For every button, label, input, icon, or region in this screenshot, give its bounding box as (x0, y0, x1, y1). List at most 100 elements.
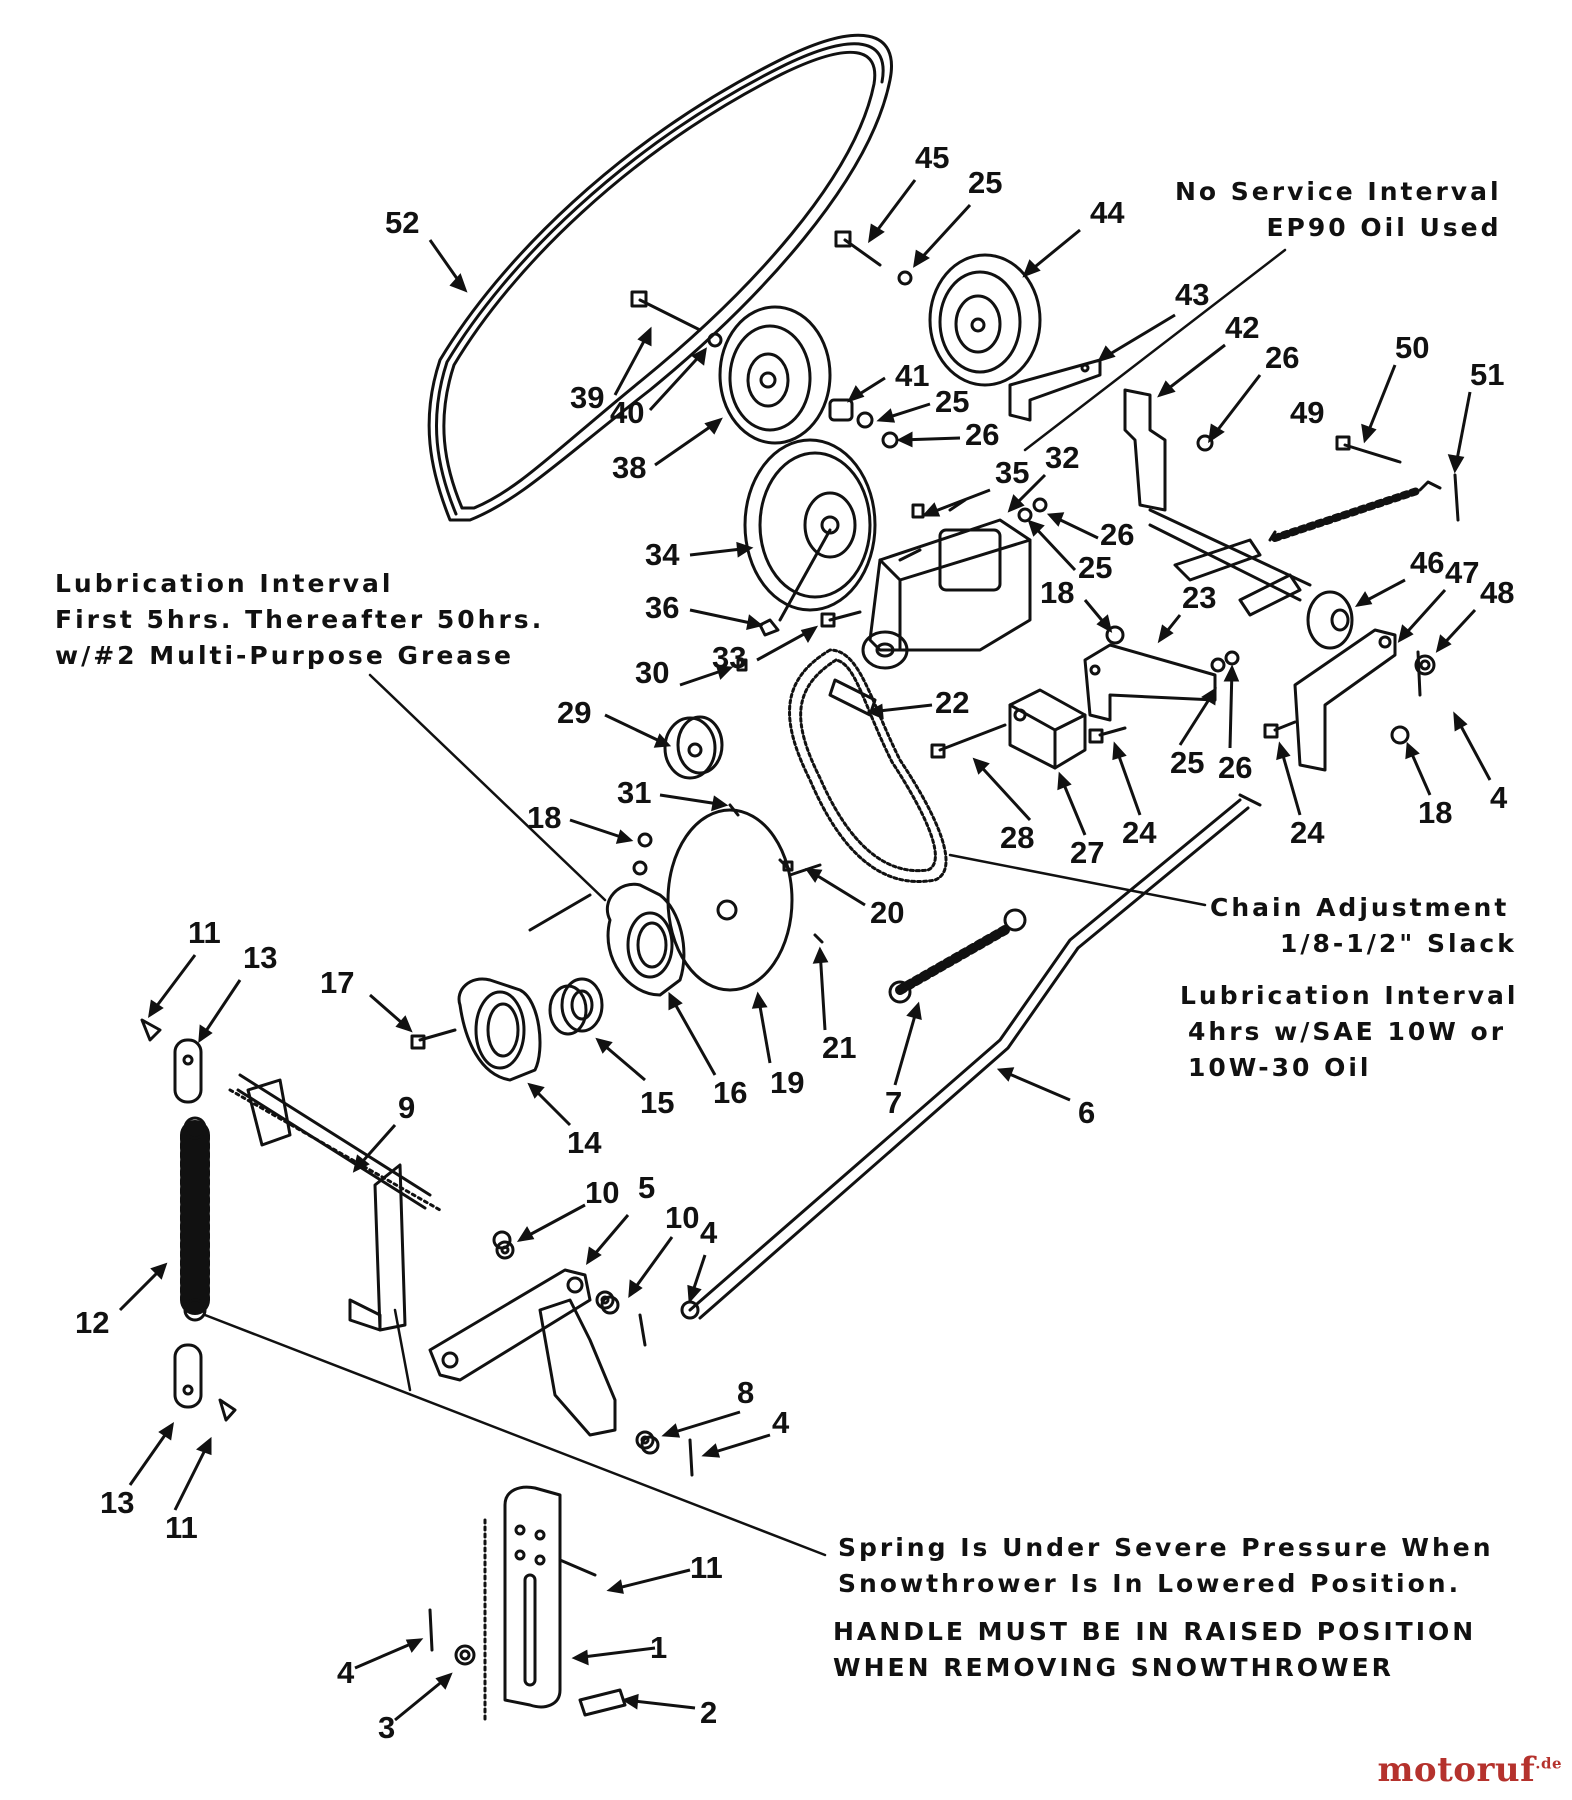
note-oil-interval: Lubrication Interval 4hrs w/SAE 10W or 1… (1180, 981, 1519, 1082)
callout-34: 34 (645, 537, 680, 572)
link-13-bottom (173, 1343, 237, 1422)
chain-22 (788, 648, 948, 883)
bracket-47 (1293, 628, 1436, 772)
callout-4: 4 (1490, 780, 1508, 815)
callout-47: 47 (1445, 555, 1479, 590)
bracket-43 (1008, 358, 1102, 422)
note-leaders (203, 248, 1287, 1557)
callout-11: 11 (690, 1550, 723, 1585)
callout-12: 12 (75, 1305, 109, 1340)
callout-18: 18 (527, 800, 561, 835)
handle-1 (428, 1485, 627, 1722)
flange-14 (410, 893, 592, 1082)
callout-13: 13 (100, 1485, 134, 1520)
callout-29: 29 (557, 695, 591, 730)
pulley-44 (928, 253, 1042, 387)
flange-16 (605, 882, 686, 997)
callout-32: 32 (1045, 440, 1079, 475)
callout-41: 41 (895, 358, 929, 393)
watermark-logo: motoruf.de (1377, 1750, 1562, 1790)
sprocket-hub-29 (663, 658, 748, 817)
note-service-interval: No Service Interval EP90 Oil Used (1175, 177, 1502, 242)
callout-23: 23 (1182, 580, 1216, 615)
callout-4: 4 (700, 1215, 718, 1250)
callout-17: 17 (320, 965, 354, 1000)
callout-8: 8 (737, 1375, 754, 1410)
callout-31: 31 (617, 775, 651, 810)
callout-5: 5 (638, 1170, 655, 1205)
washers (492, 860, 660, 1455)
callout-26: 26 (1218, 750, 1252, 785)
callout-3: 3 (378, 1710, 395, 1745)
callout-38: 38 (612, 450, 646, 485)
callout-22: 22 (935, 685, 969, 720)
callout-4: 4 (772, 1405, 790, 1440)
callout-30: 30 (635, 655, 669, 690)
callout-19: 19 (770, 1065, 804, 1100)
callout-49: 49 (1290, 395, 1324, 430)
callout-51: 51 (1470, 357, 1504, 392)
note-handle-warning: HANDLE MUST BE IN RAISED POSITION WHEN R… (833, 1617, 1477, 1682)
callout-1: 1 (650, 1630, 667, 1665)
callout-26: 26 (1265, 340, 1299, 375)
callout-7: 7 (885, 1085, 902, 1120)
callout-44: 44 (1090, 195, 1125, 230)
idler-pulley-46 (1306, 590, 1354, 650)
callout-40: 40 (610, 395, 644, 430)
note-chain-adjustment: Chain Adjustment 1/8-1/2" Slack (1210, 893, 1517, 958)
block-27 (930, 688, 1297, 770)
callout-20: 20 (870, 895, 904, 930)
callout-35: 35 (995, 455, 1029, 490)
callout-36: 36 (645, 590, 679, 625)
callout-11: 11 (188, 915, 221, 950)
callout-42: 42 (1225, 310, 1259, 345)
callout-52: 52 (385, 205, 419, 240)
callout-18: 18 (1418, 795, 1452, 830)
spring-12 (180, 1116, 210, 1322)
callout-24: 24 (1122, 815, 1157, 850)
arm-5 (428, 1240, 694, 1477)
callout-24: 24 (1290, 815, 1325, 850)
callout-2: 2 (700, 1695, 717, 1730)
callout-39: 39 (570, 380, 604, 415)
callout-25: 25 (935, 384, 969, 419)
callout-10: 10 (585, 1175, 619, 1210)
bolts (630, 230, 913, 348)
note-grease-interval: Lubrication Interval First 5hrs. Thereaf… (55, 569, 545, 670)
sprocket-19 (637, 808, 824, 992)
callout-14: 14 (567, 1125, 602, 1160)
callout-25: 25 (1078, 550, 1112, 585)
callout-28: 28 (1000, 820, 1034, 855)
callout-50: 50 (1395, 330, 1429, 365)
gearbox (820, 497, 1048, 670)
callout-10: 10 (665, 1200, 699, 1235)
callout-6: 6 (1078, 1095, 1095, 1130)
callout-11: 11 (165, 1510, 198, 1545)
bracket-23 (1083, 625, 1240, 722)
note-spring-warning: Spring Is Under Severe Pressure When Sno… (838, 1533, 1494, 1598)
callout-45: 45 (915, 140, 949, 175)
idler-arm-42 (1123, 388, 1312, 617)
link-13-top (140, 1018, 203, 1104)
callout-18: 18 (1040, 575, 1074, 610)
callout-27: 27 (1070, 835, 1104, 870)
pulley-34 (743, 438, 877, 637)
callout-48: 48 (1480, 575, 1514, 610)
callout-21: 21 (822, 1030, 856, 1065)
bearing-15 (548, 977, 604, 1036)
callout-15: 15 (640, 1085, 674, 1120)
callout-25: 25 (1170, 745, 1204, 780)
callout-4: 4 (337, 1655, 355, 1690)
callout-46: 46 (1410, 545, 1444, 580)
pulley-38 (718, 305, 899, 449)
spring-7 (888, 908, 1027, 1004)
shaft-9 (228, 1073, 442, 1332)
callout-25: 25 (968, 165, 1002, 200)
callout-43: 43 (1175, 277, 1209, 312)
callout-13: 13 (243, 940, 277, 975)
drive-belt (427, 33, 893, 522)
callout-16: 16 (713, 1075, 747, 1110)
callout-9: 9 (398, 1090, 415, 1125)
callout-26: 26 (1100, 517, 1134, 552)
